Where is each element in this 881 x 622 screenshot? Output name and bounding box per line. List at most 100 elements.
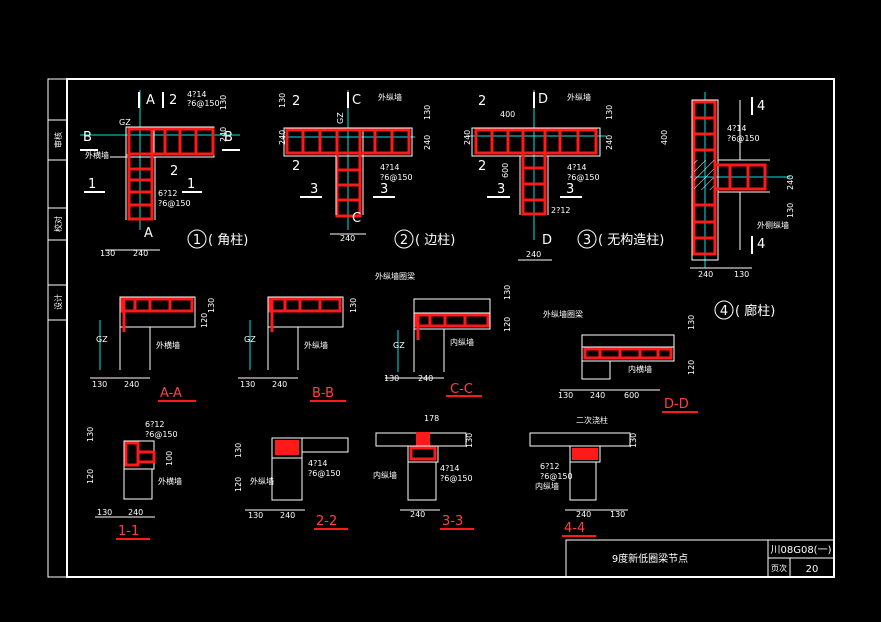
n1-axis-1-right: 1 [187, 177, 195, 192]
n2-axis-2-left: 2 [292, 94, 300, 109]
n3-rebar-main: 4?14 [567, 163, 587, 172]
n3-axis-d-bottom: D [542, 233, 552, 248]
title-block-atlas-no: 川08G08(一) [770, 545, 831, 556]
cc-dim-240-h: 240 [418, 374, 433, 383]
s11-wall: 外横墙 [158, 476, 182, 486]
n2-axis-3-right: 3 [380, 182, 388, 197]
n3-wall: 外纵墙 [567, 92, 591, 102]
s11-dim-130-h: 130 [97, 508, 112, 517]
n3-dim-400: 400 [500, 110, 515, 119]
s33-r178: 178 [424, 414, 439, 423]
n4-axis-4-top: 4 [757, 99, 765, 114]
n1-dim-130-v: 130 [219, 95, 228, 110]
s33-title: 3-3 [442, 514, 463, 529]
n2-dim-240-v: 240 [278, 130, 287, 145]
aa-wall: 外横墙 [156, 340, 180, 350]
n2-number: 2 [400, 233, 408, 248]
bb-gz: GZ [244, 335, 256, 344]
cc-gz: GZ [393, 341, 405, 350]
section-c-c: 外纵墙圈梁 GZ 内纵墙 130 120 130 240 C-C [375, 271, 512, 397]
dd-dim-600-h: 600 [624, 391, 639, 400]
n1-axis-2-top: 2 [169, 93, 177, 108]
node-3-no-column: 2 D 2 3 3 D 外纵墙 400 600 240 4?14 ?6@150 … [463, 90, 664, 261]
dd-dim-130: 130 [687, 315, 696, 330]
n2-rebar-main: 4?14 [380, 163, 400, 172]
s22-title: 2-2 [316, 514, 337, 529]
n1-rebar-main: 4?14 [187, 90, 207, 99]
section-4-4: 二次浇柱 6?12 ?6@150 内纵墙 130 240 130 4-4 [529, 415, 638, 537]
n1-dim-240-h: 240 [133, 249, 148, 258]
n1-dim-130-h: 130 [100, 249, 115, 258]
s44-rebar-stir: ?6@150 [540, 472, 573, 481]
node-4-corridor-column: 4 4 400 4?14 ?6@150 240 130 外侧纵墙 240 130… [660, 92, 795, 320]
n3-axis-3-left: 3 [497, 182, 505, 197]
s44-title: 4-4 [564, 521, 585, 536]
n3-dim-130-v: 130 [605, 105, 614, 120]
section-2-2: 外纵墙 4?14 ?6@150 130 120 130 240 2-2 [234, 437, 349, 530]
n4-dim-130-h: 130 [734, 270, 749, 279]
bb-wall: 外纵墙 [304, 340, 328, 350]
n2-dim-240-vr: 240 [423, 135, 432, 150]
n3-rebar-two: 2?12 [551, 206, 571, 215]
aa-dim-130: 130 [207, 298, 216, 313]
n2-axis-c-bottom: C [352, 211, 361, 226]
s33-dim-130: 130 [465, 433, 474, 448]
n1-rebar-stir2: ?6@150 [158, 199, 191, 208]
side-panel-middle: 校对 [53, 216, 63, 232]
n4-label: ( 廊柱) [735, 303, 775, 319]
n3-dim-240-vr: 240 [605, 135, 614, 150]
n3-rebar-stir: ?6@150 [567, 173, 600, 182]
n4-rebar-main: 4?14 [727, 124, 747, 133]
cc-wall: 内纵墙 [450, 337, 474, 347]
s33-rebar-main: 4?14 [440, 464, 460, 473]
n3-dim-240-v: 240 [463, 130, 472, 145]
s11-dim-130: 130 [86, 427, 95, 442]
n1-gz: GZ [119, 118, 131, 127]
section-3-3: 178 内纵墙 4?14 ?6@150 130 240 3-3 [373, 414, 474, 530]
n2-wall: 外纵墙 [378, 92, 402, 102]
cc-outer-beam: 外纵墙圈梁 [375, 271, 415, 281]
s44-dim-240-h: 240 [576, 510, 591, 519]
s33-wall: 内纵墙 [373, 470, 397, 480]
node-1-corner-column: A 2 B B 1 1 2 A 4?14 ?6@150 6?12 ?6@150 … [80, 90, 248, 258]
n3-axis-d-top: D [538, 92, 548, 107]
s22-wall: 外纵墙 [250, 476, 274, 486]
dd-wall: 内横墙 [628, 364, 652, 374]
s11-rebar-stir: ?6@150 [145, 430, 178, 439]
inner-frame [66, 78, 835, 578]
n4-axis-4-bottom: 4 [757, 237, 765, 252]
n2-axis-c-top: C [352, 93, 361, 108]
n1-dim-240-v: 240 [219, 127, 228, 142]
n3-axis-2-left: 2 [478, 94, 486, 109]
n3-dim-240-h: 240 [526, 250, 541, 259]
bb-dim-130-h: 130 [240, 380, 255, 389]
n4-rebar-stir: ?6@150 [727, 134, 760, 143]
aa-dim-120: 120 [200, 313, 209, 328]
n2-gz: GZ [336, 112, 345, 124]
s11-dim-120: 120 [86, 469, 95, 484]
n3-number: 3 [583, 233, 591, 248]
n1-axis-1-left: 1 [88, 177, 96, 192]
n3-axis-3-right: 3 [566, 182, 574, 197]
bb-title: B-B [312, 386, 334, 401]
cc-dim-130-h: 130 [384, 374, 399, 383]
n4-dim-240-v: 240 [786, 175, 795, 190]
section-d-d: 外纵墙圈梁 内横墙 130 120 130 240 600 D-D [543, 309, 698, 413]
n1-rebar-stir: ?6@150 [187, 99, 220, 108]
s11-dim-100: 100 [165, 451, 174, 466]
n4-dim-240-h: 240 [698, 270, 713, 279]
title-block: 9度新低圈梁节点 川08G08(一) 页次 20 [565, 539, 835, 578]
s33-rebar-stir: ?6@150 [440, 474, 473, 483]
title-block-title: 9度新低圈梁节点 [612, 552, 688, 565]
dd-outer-beam: 外纵墙圈梁 [543, 309, 583, 319]
cc-title: C-C [450, 382, 473, 397]
section-1-1: 6?12 ?6@150 外横墙 130 120 100 130 240 1-1 [86, 420, 182, 540]
side-panel-bottom: 设计 [53, 294, 63, 310]
s22-dim-120: 120 [234, 477, 243, 492]
title-block-page-no: 20 [806, 564, 819, 575]
side-panel: 审核 校对 设计 [48, 119, 67, 321]
s44-dim-130-h: 130 [610, 510, 625, 519]
n2-dim-240-h: 240 [340, 234, 355, 243]
aa-dim-240-h: 240 [124, 380, 139, 389]
